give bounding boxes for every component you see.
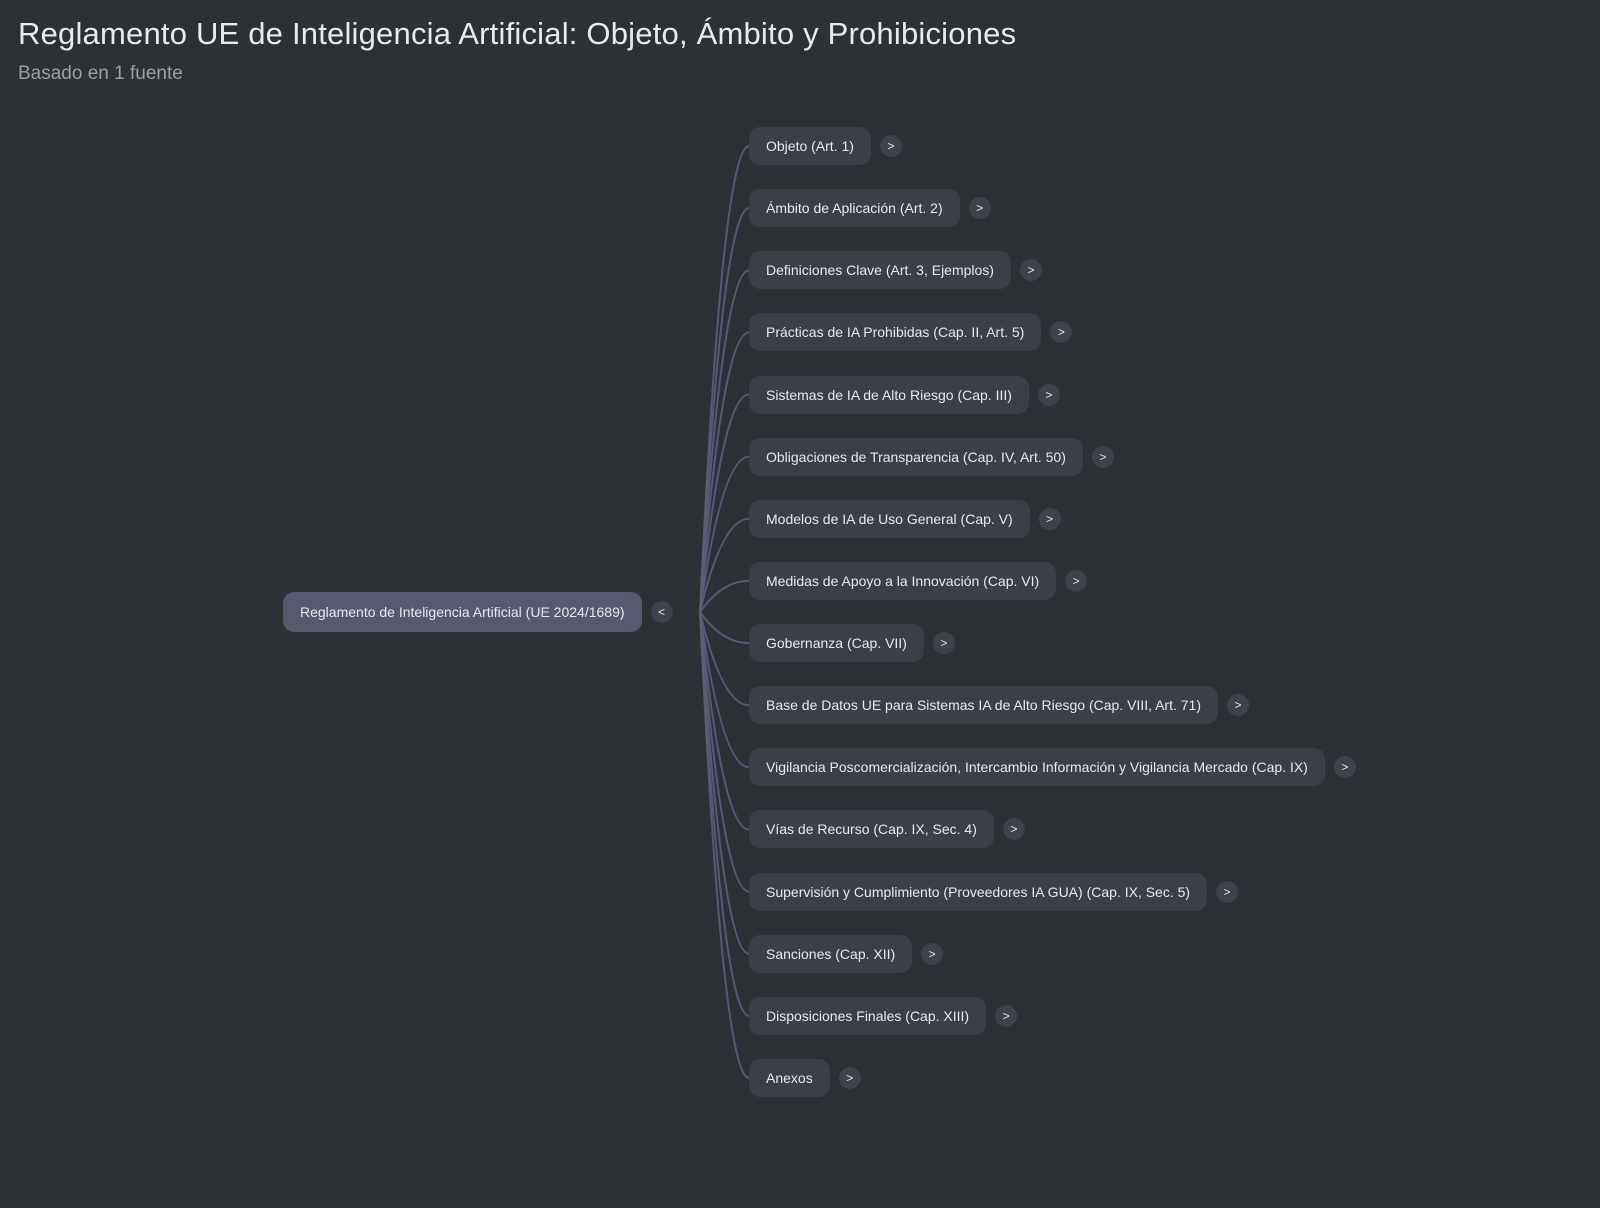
expand-node-button[interactable]: > [995, 1004, 1018, 1027]
mindmap-node-row: Medidas de Apoyo a la Innovación (Cap. V… [749, 561, 1088, 600]
expand-node-button[interactable]: > [1037, 383, 1060, 406]
mindmap-node[interactable]: Base de Datos UE para Sistemas IA de Alt… [749, 686, 1218, 725]
mindmap-node[interactable]: Supervisión y Cumplimiento (Proveedores … [749, 872, 1208, 911]
page-title: Reglamento UE de Inteligencia Artificial… [18, 16, 1017, 51]
mindmap-node[interactable]: Disposiciones Finales (Cap. XIII) [749, 996, 987, 1035]
mindmap-node-row: Supervisión y Cumplimiento (Proveedores … [749, 872, 1239, 911]
source-count-label: Basado en 1 fuente [18, 63, 183, 84]
mindmap-node[interactable]: Sistemas de IA de Alto Riesgo (Cap. III) [749, 375, 1029, 414]
mindmap-node[interactable]: Objeto (Art. 1) [749, 127, 871, 165]
mindmap-node[interactable]: Definiciones Clave (Art. 3, Ejemplos) [749, 251, 1011, 290]
expand-node-button[interactable]: > [968, 197, 991, 220]
expand-node-button[interactable]: > [932, 632, 955, 655]
mindmap-node[interactable]: Obligaciones de Transparencia (Cap. IV, … [749, 437, 1083, 476]
mindmap-node-row: Vías de Recurso (Cap. IX, Sec. 4) > [749, 810, 1025, 849]
mindmap-node[interactable]: Medidas de Apoyo a la Innovación (Cap. V… [749, 561, 1057, 600]
expand-node-button[interactable]: > [1227, 694, 1249, 717]
expand-node-button[interactable]: > [838, 1067, 861, 1089]
mindmap-root-node[interactable]: Reglamento de Inteligencia Artificial (U… [283, 592, 642, 632]
expand-node-button[interactable]: > [1333, 756, 1356, 779]
mindmap-node[interactable]: Sanciones (Cap. XII) [749, 934, 913, 973]
mindmap-node[interactable]: Vías de Recurso (Cap. IX, Sec. 4) [749, 810, 994, 849]
mindmap-node-row: Obligaciones de Transparencia (Cap. IV, … [749, 437, 1114, 476]
expand-node-button[interactable]: > [1050, 321, 1073, 344]
mindmap-node[interactable]: Modelos de IA de Uso General (Cap. V) [749, 499, 1030, 538]
mindmap-node-row: Definiciones Clave (Art. 3, Ejemplos) > [749, 251, 1042, 290]
mindmap-node-row: Sistemas de IA de Alto Riesgo (Cap. III)… [749, 375, 1060, 414]
expand-node-button[interactable]: > [1216, 880, 1239, 903]
expand-node-button[interactable]: > [1065, 569, 1088, 592]
mindmap-node[interactable]: Ámbito de Aplicación (Art. 2) [749, 189, 960, 228]
mindmap-node-row: Prácticas de IA Prohibidas (Cap. II, Art… [749, 313, 1073, 352]
root-node-row: Reglamento de Inteligencia Artificial (U… [283, 592, 673, 632]
collapse-root-button[interactable]: < [650, 601, 673, 623]
mindmap-node-row: Ámbito de Aplicación (Art. 2) > [749, 189, 991, 228]
mindmap-node[interactable]: Anexos [749, 1059, 830, 1097]
mindmap-node[interactable]: Gobernanza (Cap. VII) [749, 624, 924, 663]
mindmap-node-row: Vigilancia Poscomercialización, Intercam… [749, 748, 1356, 787]
expand-node-button[interactable]: > [1038, 507, 1061, 530]
expand-node-button[interactable]: > [879, 135, 902, 157]
expand-node-button[interactable]: > [1019, 259, 1042, 282]
mindmap-node-row: Disposiciones Finales (Cap. XIII) > [749, 996, 1018, 1035]
mindmap-node-row: Gobernanza (Cap. VII) > [749, 624, 955, 663]
mindmap-node-row: Objeto (Art. 1) > [749, 127, 902, 165]
expand-node-button[interactable]: > [1091, 445, 1114, 468]
mindmap-node[interactable]: Vigilancia Poscomercialización, Intercam… [749, 748, 1325, 787]
mindmap-node[interactable]: Prácticas de IA Prohibidas (Cap. II, Art… [749, 313, 1042, 352]
mindmap-node-row: Anexos > [749, 1059, 861, 1097]
mindmap-node-row: Base de Datos UE para Sistemas IA de Alt… [749, 686, 1249, 725]
expand-node-button[interactable]: > [1002, 818, 1025, 841]
mindmap-node-row: Sanciones (Cap. XII) > [749, 934, 944, 973]
header: Reglamento UE de Inteligencia Artificial… [18, 16, 1016, 85]
expand-node-button[interactable]: > [921, 942, 944, 965]
mindmap-node-row: Modelos de IA de Uso General (Cap. V) > [749, 499, 1061, 538]
